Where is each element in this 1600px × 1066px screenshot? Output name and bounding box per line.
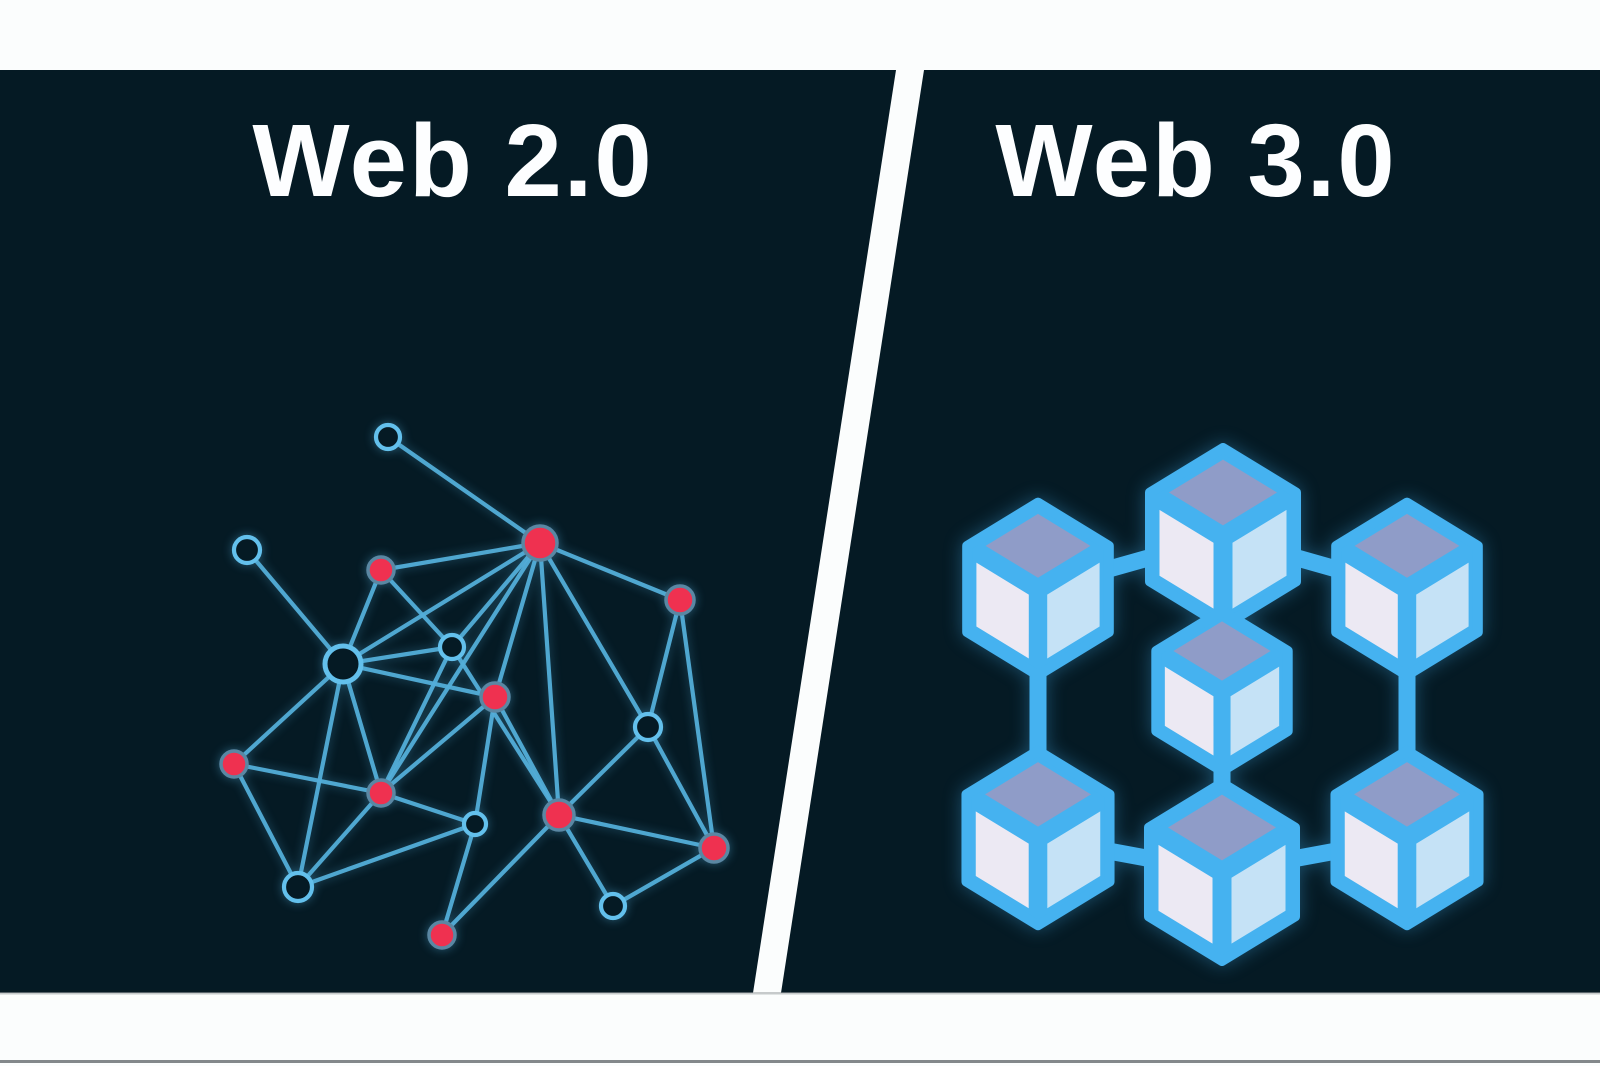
network-edge bbox=[378, 790, 478, 827]
cube-top-face bbox=[1354, 762, 1460, 827]
cube-top-face bbox=[1168, 459, 1278, 526]
cube-left-face bbox=[1164, 666, 1214, 756]
network-node-hollow bbox=[373, 422, 403, 452]
network-edge bbox=[677, 597, 717, 851]
network-edge bbox=[610, 845, 717, 909]
network-edge bbox=[340, 661, 384, 796]
network-node-hollow bbox=[322, 643, 364, 685]
network-edge bbox=[378, 644, 455, 796]
network-edge bbox=[231, 761, 301, 890]
cube-top-face bbox=[1167, 794, 1277, 861]
cube-right-face bbox=[1047, 811, 1101, 909]
network-edge bbox=[295, 821, 478, 890]
cube-right-face bbox=[1416, 562, 1469, 659]
network-node-hollow bbox=[231, 534, 263, 566]
network-edge bbox=[556, 812, 717, 851]
network-edge bbox=[537, 540, 683, 603]
blockchain-cube bbox=[962, 497, 1114, 681]
network-edge bbox=[295, 790, 384, 890]
network-node-red bbox=[542, 798, 576, 832]
cube-right-face bbox=[1231, 844, 1286, 944]
network-node-red bbox=[366, 778, 396, 808]
network-edge bbox=[231, 661, 346, 767]
network-node-red bbox=[366, 555, 396, 585]
blockchain-cube bbox=[961, 745, 1115, 931]
network-node-red bbox=[664, 584, 696, 616]
network-edge bbox=[244, 547, 346, 667]
page-bottom-edge bbox=[0, 1060, 1600, 1063]
cube-right-face bbox=[1047, 562, 1100, 659]
cube-left-face bbox=[1345, 562, 1398, 659]
network-edge bbox=[645, 724, 717, 851]
blockchain-cube bbox=[1144, 778, 1300, 966]
cube-right-face bbox=[1416, 811, 1470, 909]
network-edge bbox=[378, 540, 543, 796]
cube-left-face bbox=[1344, 811, 1398, 909]
blockchain-cube bbox=[1331, 497, 1483, 681]
network-edge bbox=[439, 821, 478, 938]
network-edge bbox=[449, 540, 543, 650]
network-node-hollow bbox=[461, 810, 489, 838]
network-edge bbox=[295, 661, 346, 890]
network-node-hollow bbox=[437, 632, 467, 662]
network-node-hollow bbox=[598, 891, 628, 921]
blockchain-cube bbox=[1145, 443, 1301, 631]
cube-right-face bbox=[1230, 666, 1280, 756]
network-node-red bbox=[521, 524, 559, 562]
cube-top-face bbox=[985, 762, 1091, 827]
network-node-hollow bbox=[632, 711, 664, 743]
cube-left-face bbox=[1158, 844, 1213, 944]
network-edge bbox=[439, 812, 562, 938]
network-node-red bbox=[698, 832, 730, 864]
network-node-red bbox=[427, 920, 457, 950]
network-edge bbox=[385, 434, 543, 546]
network-edge bbox=[492, 694, 562, 818]
network-edge bbox=[378, 567, 455, 650]
network-node-red bbox=[219, 749, 249, 779]
network-edge bbox=[556, 812, 616, 909]
blockchain-cube bbox=[1330, 745, 1484, 931]
cube-left-face bbox=[1159, 509, 1214, 609]
network-edge bbox=[340, 661, 498, 700]
network-node-hollow bbox=[281, 870, 315, 904]
network-node-red bbox=[479, 681, 511, 713]
network-edge bbox=[340, 540, 543, 667]
cube-left-face bbox=[975, 811, 1029, 909]
cube-top-face bbox=[1173, 621, 1271, 681]
web3-blockchain-icon bbox=[961, 443, 1484, 966]
network-edge bbox=[556, 724, 651, 818]
network-edge bbox=[472, 694, 498, 827]
cube-right-face bbox=[1232, 509, 1287, 609]
network-edge bbox=[378, 540, 543, 573]
cube-left-face bbox=[976, 562, 1029, 659]
web2-network-graph bbox=[219, 422, 730, 950]
panel-bottom-seam bbox=[0, 992, 1600, 995]
web2-title: Web 2.0 bbox=[252, 103, 654, 218]
cube-top-face bbox=[1354, 513, 1460, 578]
network-edge bbox=[645, 597, 683, 730]
network-edge bbox=[449, 644, 562, 818]
network-edge bbox=[492, 540, 543, 700]
blockchain-cube bbox=[1151, 605, 1293, 777]
network-edge bbox=[537, 540, 651, 730]
web3-title: Web 3.0 bbox=[995, 103, 1397, 218]
network-edge bbox=[537, 540, 562, 818]
network-edge bbox=[378, 694, 498, 796]
network-edge bbox=[231, 761, 384, 796]
cube-top-face bbox=[985, 513, 1091, 578]
